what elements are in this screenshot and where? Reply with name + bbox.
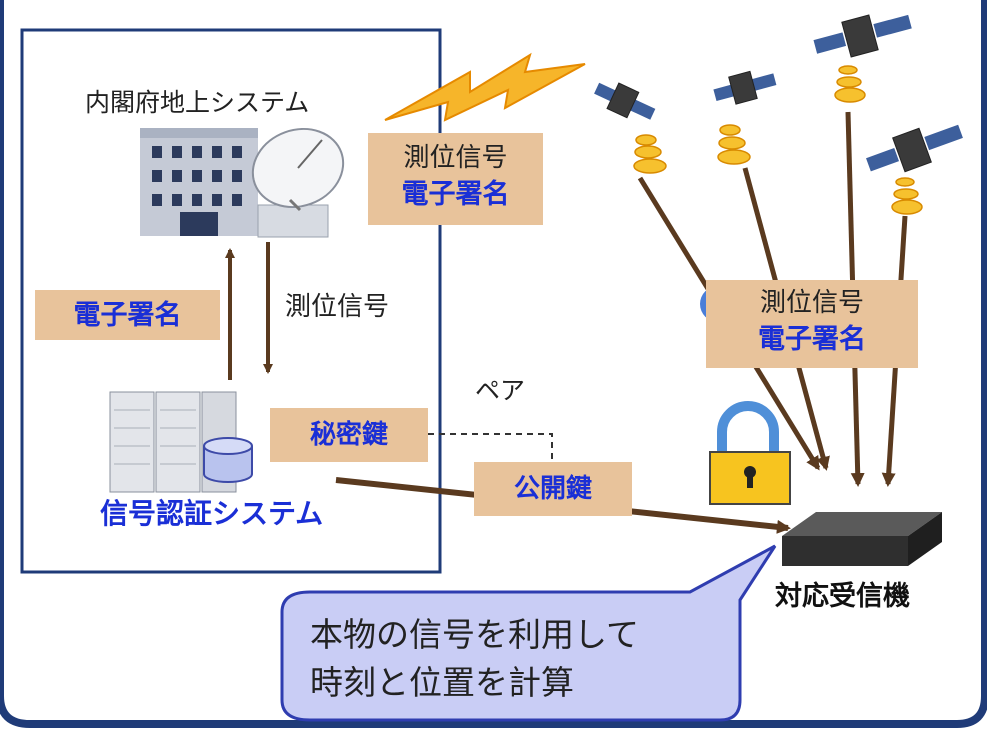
building-icon: [140, 128, 258, 236]
satellite-icon: [594, 82, 656, 120]
signal-wave-icon: [633, 134, 667, 174]
upper-signal-text: 測位信号: [403, 143, 508, 173]
downlink-signal-text: 測位信号: [285, 292, 390, 322]
secret-key-label: 秘密鍵: [270, 408, 428, 462]
receiver-title: 対応受信機: [775, 581, 910, 612]
pair-text: ペア: [475, 376, 526, 405]
callout-line-2: 時刻と位置を計算: [310, 663, 574, 702]
public-key-label: 公開鍵: [474, 462, 632, 516]
satellite-dish-icon: [251, 127, 345, 238]
satellite-icon: [713, 70, 777, 105]
signal-wave-icon: [891, 177, 923, 215]
lightning-bolt-icon: [384, 52, 586, 122]
signal-wave-icon: [834, 65, 866, 103]
key-pair-connector: [428, 433, 553, 466]
signal-wave-icon: [717, 124, 751, 165]
secret-key-text: 秘密鍵: [309, 420, 388, 450]
callout-line-1: 本物の信号を利用して: [310, 615, 640, 654]
satellite-signal-label: 測位信号 電子署名: [706, 280, 918, 368]
signature-text: 電子署名: [73, 300, 182, 331]
satellite-signal-text: 測位信号: [759, 288, 864, 318]
ground-system-title: 内閣府地上システム: [85, 88, 310, 117]
upper-signal-label: 測位信号 電子署名: [368, 133, 543, 225]
signature-label: 電子署名: [35, 290, 220, 340]
database-icon: [203, 437, 253, 483]
auth-system-title: 信号認証システム: [100, 497, 324, 530]
padlock-icon: [709, 401, 791, 505]
upper-signature-text: 電子署名: [401, 179, 510, 210]
public-key-text: 公開鍵: [513, 474, 592, 504]
satellite-signature-text: 電子署名: [758, 324, 866, 355]
callout-bubble: [280, 544, 777, 722]
satellite-icon: [866, 124, 963, 173]
satellite-icon: [813, 14, 912, 58]
receiver-device-icon: [782, 512, 942, 566]
